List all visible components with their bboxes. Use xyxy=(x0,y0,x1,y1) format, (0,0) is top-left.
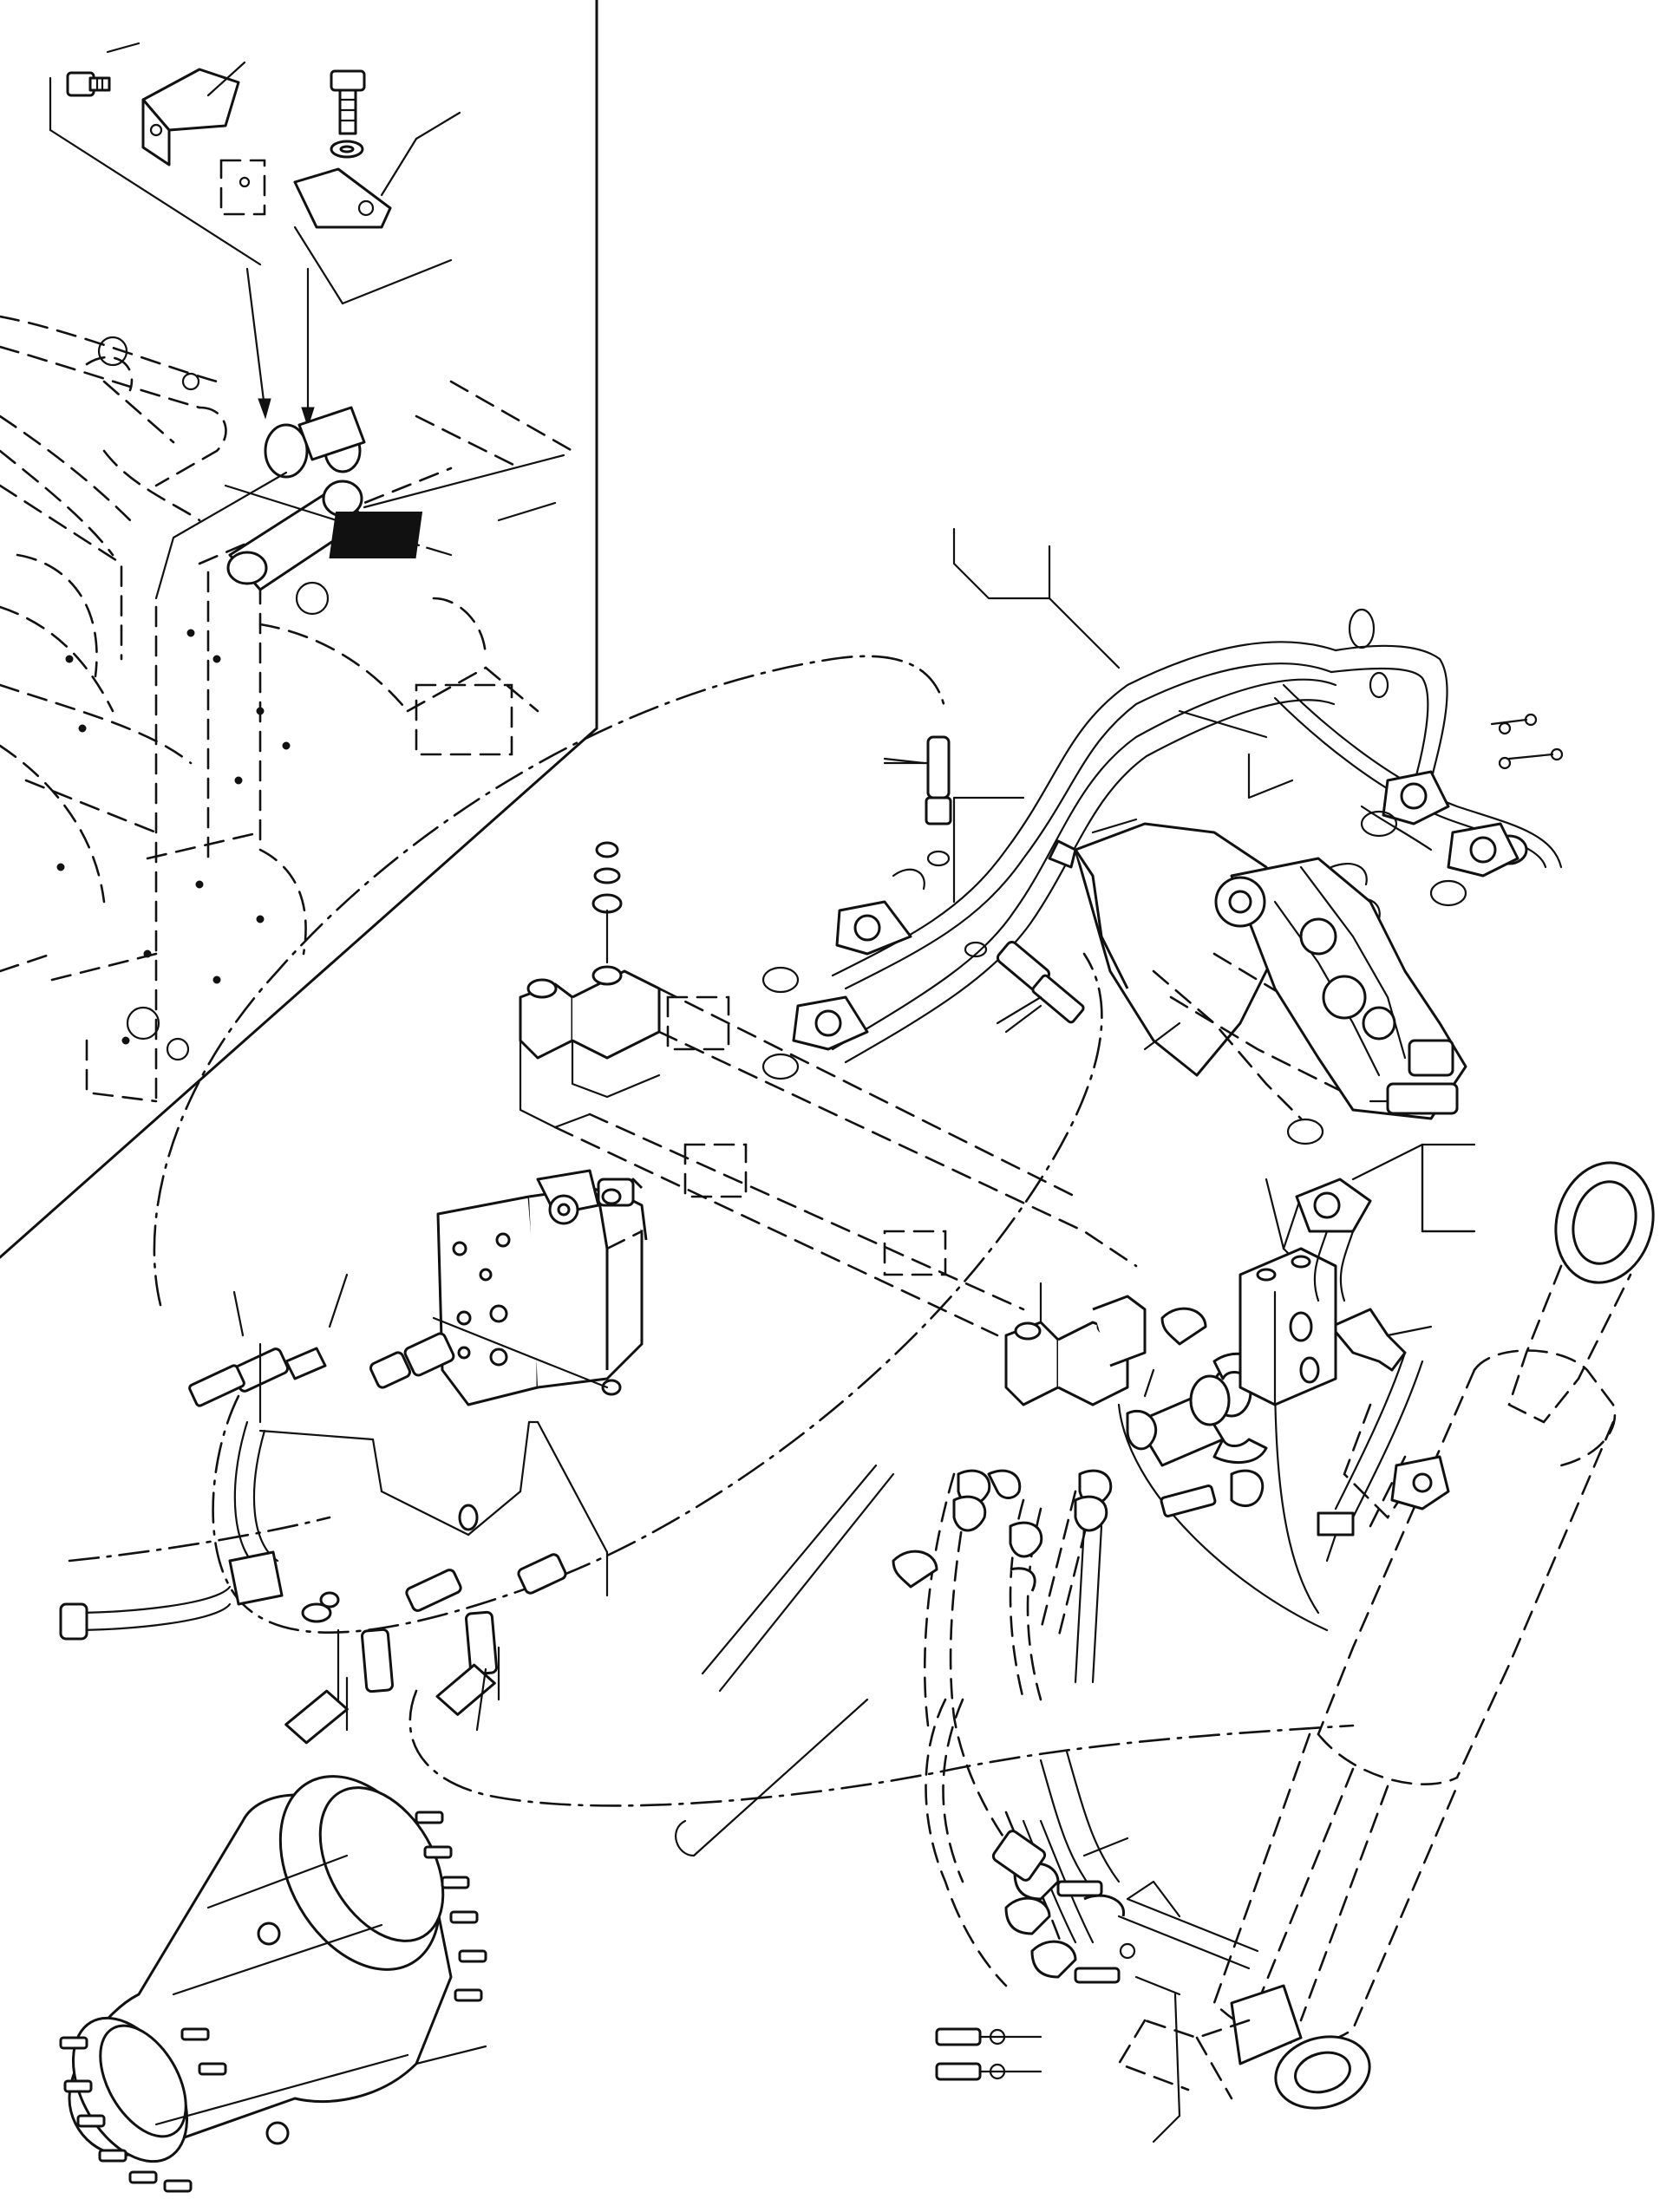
mounting-rails xyxy=(519,841,1147,1406)
elbow-fitting-right xyxy=(1265,1178,1424,1563)
flange-orings xyxy=(761,608,1564,1080)
cylinder-pins-bolts xyxy=(935,1837,1181,2143)
pipe-fittings-center xyxy=(883,735,1085,1034)
priority-valve-fittings xyxy=(59,1273,609,1745)
nut-block-dashed xyxy=(219,159,266,216)
steel-pipes xyxy=(831,527,1563,1064)
inset-hardware xyxy=(49,42,461,428)
steering-cylinder xyxy=(1117,1161,1655,2110)
als-stamp: ALS xyxy=(329,501,557,563)
inset-pivot-link xyxy=(97,336,565,616)
inset-frame-holes xyxy=(56,629,291,1061)
bolt-small xyxy=(66,42,141,97)
hose-routing-loops xyxy=(68,655,1355,1807)
hoses-middle xyxy=(675,1368,1329,1987)
pipe-flanges xyxy=(792,770,1519,1051)
bolt-vertical xyxy=(330,69,366,159)
hose-fittings xyxy=(892,1287,1286,1979)
bracket-plate-upper xyxy=(141,61,246,166)
bracket-plate-lower xyxy=(293,137,418,229)
drive-axle-hub xyxy=(59,1775,487,2193)
leader-lines xyxy=(883,757,1476,1337)
control-valve-block xyxy=(1048,818,1467,1120)
inset-frame xyxy=(0,0,598,1259)
priority-valve-block xyxy=(436,1169,648,1406)
als-stamp-text: ALS xyxy=(416,506,517,563)
swivel-block xyxy=(1238,1118,1476,1406)
